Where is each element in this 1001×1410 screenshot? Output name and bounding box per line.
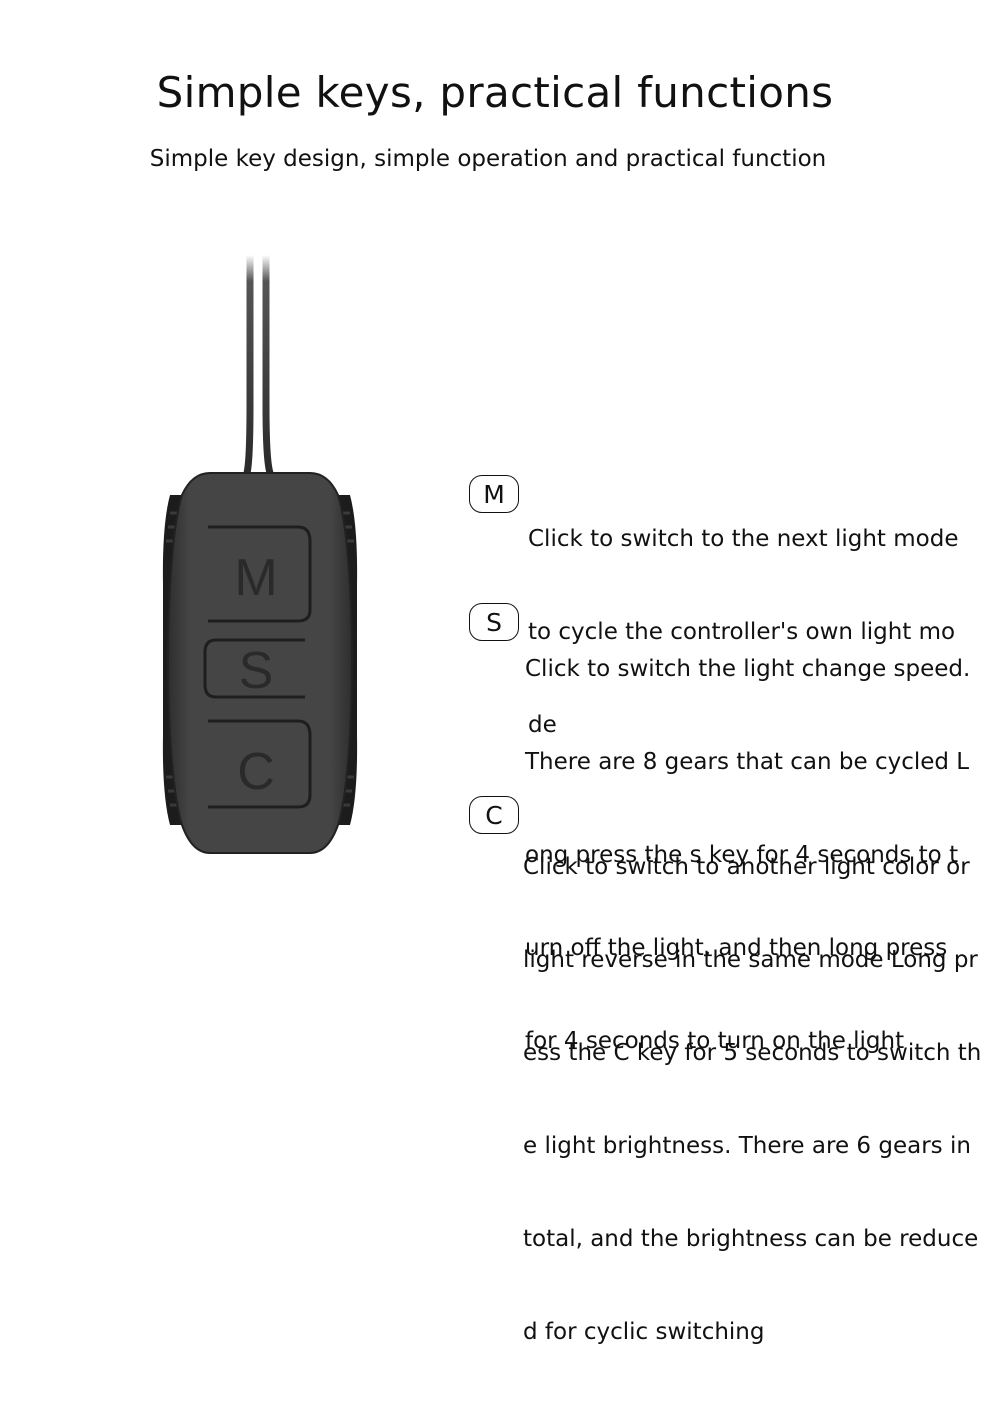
button-m-label: M [234,549,277,607]
controller-body [167,472,353,854]
controller-illustration: M S C [150,255,370,1001]
m-key-icon: M [469,475,519,513]
cable-top-right [262,255,274,475]
cable-top-left [243,255,254,474]
button-c-label: C [237,743,275,801]
page-title: Simple keys, practical functions [156,68,834,117]
s-key-icon: S [469,603,519,641]
c-key-icon: C [469,796,519,834]
page-subtitle: Simple key design, simple operation and … [149,146,827,172]
button-s-label: S [239,642,274,700]
m-key-text: Click to switch to the next light mode t… [528,526,959,738]
c-key-text: Click to switch to another light color o… [523,854,982,1345]
